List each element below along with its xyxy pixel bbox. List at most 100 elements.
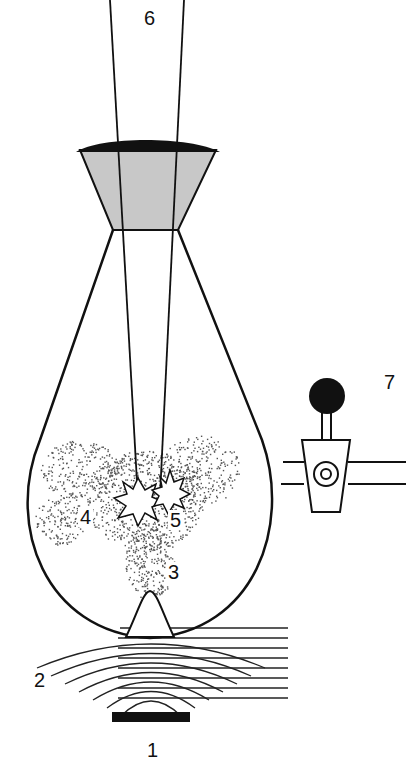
particle: [141, 559, 142, 560]
particle: [187, 467, 188, 468]
particle: [96, 471, 97, 472]
particle: [199, 461, 200, 462]
particle: [160, 546, 161, 547]
particle: [190, 527, 191, 528]
particle: [143, 541, 144, 542]
particle: [114, 478, 115, 479]
particle: [53, 515, 54, 516]
particle: [141, 538, 142, 539]
particle: [180, 536, 181, 537]
particle: [166, 516, 167, 517]
particle: [148, 531, 149, 532]
particle: [111, 499, 112, 500]
particle: [148, 572, 149, 573]
particle: [93, 482, 94, 483]
particle: [90, 498, 91, 499]
field-arc: [65, 663, 237, 684]
particle: [113, 507, 114, 508]
particle: [67, 525, 68, 526]
particle: [162, 587, 163, 588]
particle: [180, 470, 181, 471]
particle: [123, 526, 124, 527]
particle: [129, 474, 130, 475]
particle: [66, 542, 67, 543]
particle: [129, 560, 130, 561]
particle: [106, 461, 107, 462]
particle: [203, 448, 204, 449]
particle: [69, 501, 70, 502]
particle: [212, 448, 213, 449]
particle: [164, 473, 165, 474]
particle: [94, 448, 95, 449]
particle: [196, 461, 197, 462]
particle: [117, 532, 118, 533]
particle: [185, 486, 186, 487]
particle: [98, 481, 99, 482]
particle: [43, 477, 44, 478]
particle: [36, 516, 37, 517]
particle: [48, 516, 49, 517]
particle: [81, 469, 82, 470]
particle: [186, 469, 187, 470]
particle: [152, 529, 153, 530]
particle: [113, 483, 114, 484]
particle: [146, 525, 147, 526]
particle: [129, 464, 130, 465]
particle: [100, 458, 101, 459]
particle: [54, 503, 55, 504]
particle: [194, 448, 195, 449]
particle: [145, 546, 146, 547]
particle: [81, 495, 82, 496]
particle: [156, 574, 157, 575]
particle: [110, 472, 111, 473]
particle: [68, 467, 69, 468]
callout-number: 6: [142, 8, 157, 28]
particle: [44, 525, 45, 526]
field-lines: [37, 628, 288, 716]
particle: [167, 455, 168, 456]
particle: [148, 525, 149, 526]
particle: [103, 477, 104, 478]
particle: [142, 580, 143, 581]
particle: [121, 474, 122, 475]
particle: [129, 550, 130, 551]
particle: [67, 516, 68, 517]
particle: [102, 467, 103, 468]
particle: [102, 468, 103, 469]
particle: [193, 450, 194, 451]
particle: [72, 534, 73, 535]
particle: [41, 470, 42, 471]
particle: [81, 445, 82, 446]
particle: [162, 471, 163, 472]
particle: [137, 590, 138, 591]
particle: [75, 538, 76, 539]
particle: [158, 520, 159, 521]
particle: [195, 503, 196, 504]
particle: [75, 519, 76, 520]
particle: [221, 462, 222, 463]
particle: [160, 552, 161, 553]
particle: [59, 542, 60, 543]
particle: [103, 447, 104, 448]
particle: [194, 442, 195, 443]
particle: [163, 464, 164, 465]
particle: [150, 474, 151, 475]
particle: [209, 468, 210, 469]
particle: [151, 561, 152, 562]
particle: [197, 451, 198, 452]
particle: [39, 508, 40, 509]
particle: [129, 527, 130, 528]
particle: [122, 462, 123, 463]
particle: [163, 468, 164, 469]
particle: [149, 468, 150, 469]
particle: [158, 524, 159, 525]
particle: [76, 487, 77, 488]
particle: [58, 459, 59, 460]
particle: [157, 528, 158, 529]
particle: [138, 564, 139, 565]
particle: [128, 542, 129, 543]
particle: [208, 488, 209, 489]
particle: [62, 452, 63, 453]
particle: [142, 454, 143, 455]
